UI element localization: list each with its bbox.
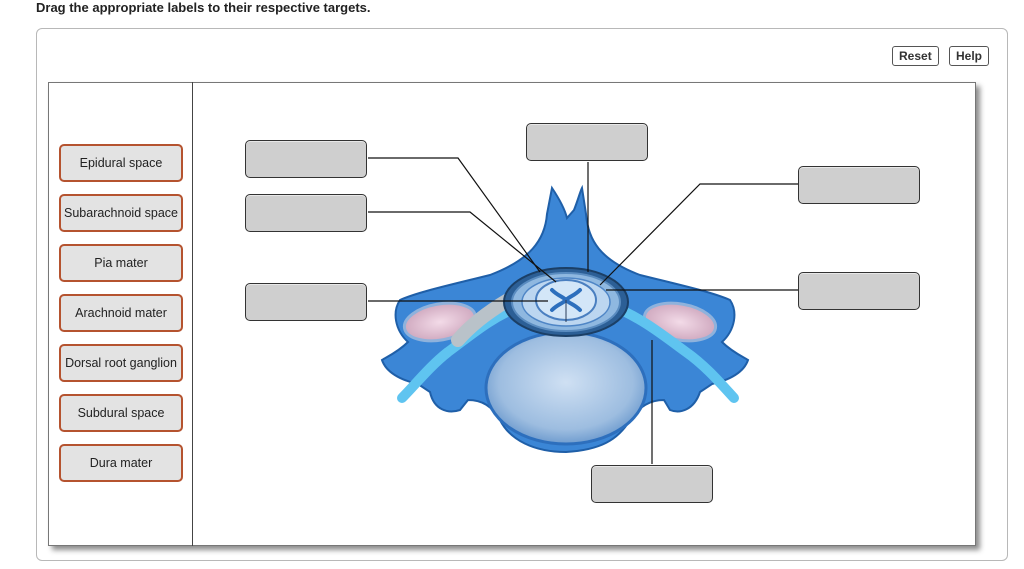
drop-target-2[interactable] <box>245 194 367 232</box>
vertebral-body <box>484 330 648 446</box>
help-button[interactable]: Help <box>949 46 990 66</box>
drop-target-7[interactable] <box>591 465 713 503</box>
drop-target-4[interactable] <box>526 123 648 161</box>
label-dura-mater[interactable]: Dura mater <box>59 444 183 482</box>
label-bank-divider <box>192 82 193 546</box>
label-pia-mater[interactable]: Pia mater <box>59 244 183 282</box>
drop-target-1[interactable] <box>245 140 367 178</box>
reset-button[interactable]: Reset <box>892 46 939 66</box>
label-subarachnoid-space[interactable]: Subarachnoid space <box>59 194 183 232</box>
leader-lines <box>368 157 798 464</box>
drop-target-3[interactable] <box>245 283 367 321</box>
label-subdural-space[interactable]: Subdural space <box>59 394 183 432</box>
left-dorsal-root-ganglion <box>451 293 515 347</box>
drop-target-6[interactable] <box>798 272 920 310</box>
label-dorsal-root-ganglion[interactable]: Dorsal root ganglion <box>59 344 183 382</box>
label-epidural-space[interactable]: Epidural space <box>59 144 183 182</box>
drop-target-5[interactable] <box>798 166 920 204</box>
right-nerve-root <box>607 301 739 403</box>
left-nerve-root <box>397 301 525 403</box>
label-arachnoid-mater[interactable]: Arachnoid mater <box>59 294 183 332</box>
instruction-text: Drag the appropriate labels to their res… <box>36 0 371 15</box>
